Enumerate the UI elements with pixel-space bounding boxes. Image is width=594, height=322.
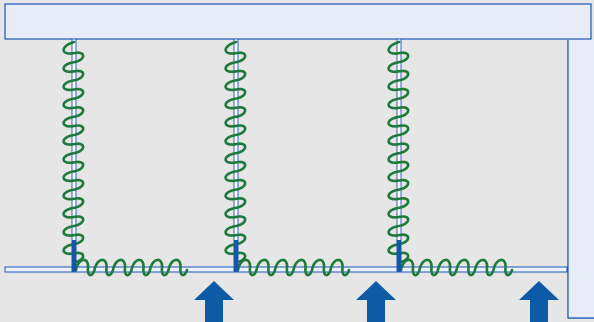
- spring-clip: [71, 240, 77, 271]
- spring-clip: [396, 240, 402, 271]
- spring-assembly-2: [224, 38, 351, 277]
- vertical-spring: [224, 40, 247, 264]
- right-frame-panel: [568, 40, 594, 318]
- vertical-spring: [62, 40, 85, 264]
- vertical-spring: [387, 40, 410, 264]
- spring-assembly-1: [62, 38, 189, 277]
- horizontal-spring: [74, 258, 189, 277]
- up-arrow-1: [194, 281, 234, 322]
- up-arrow-2: [356, 281, 396, 322]
- top-beam: [4, 3, 592, 40]
- up-arrow-3: [519, 281, 559, 322]
- spring-clip: [233, 240, 239, 271]
- horizontal-spring: [399, 258, 514, 277]
- spring-assembly-3: [387, 38, 514, 277]
- horizontal-spring: [236, 258, 351, 277]
